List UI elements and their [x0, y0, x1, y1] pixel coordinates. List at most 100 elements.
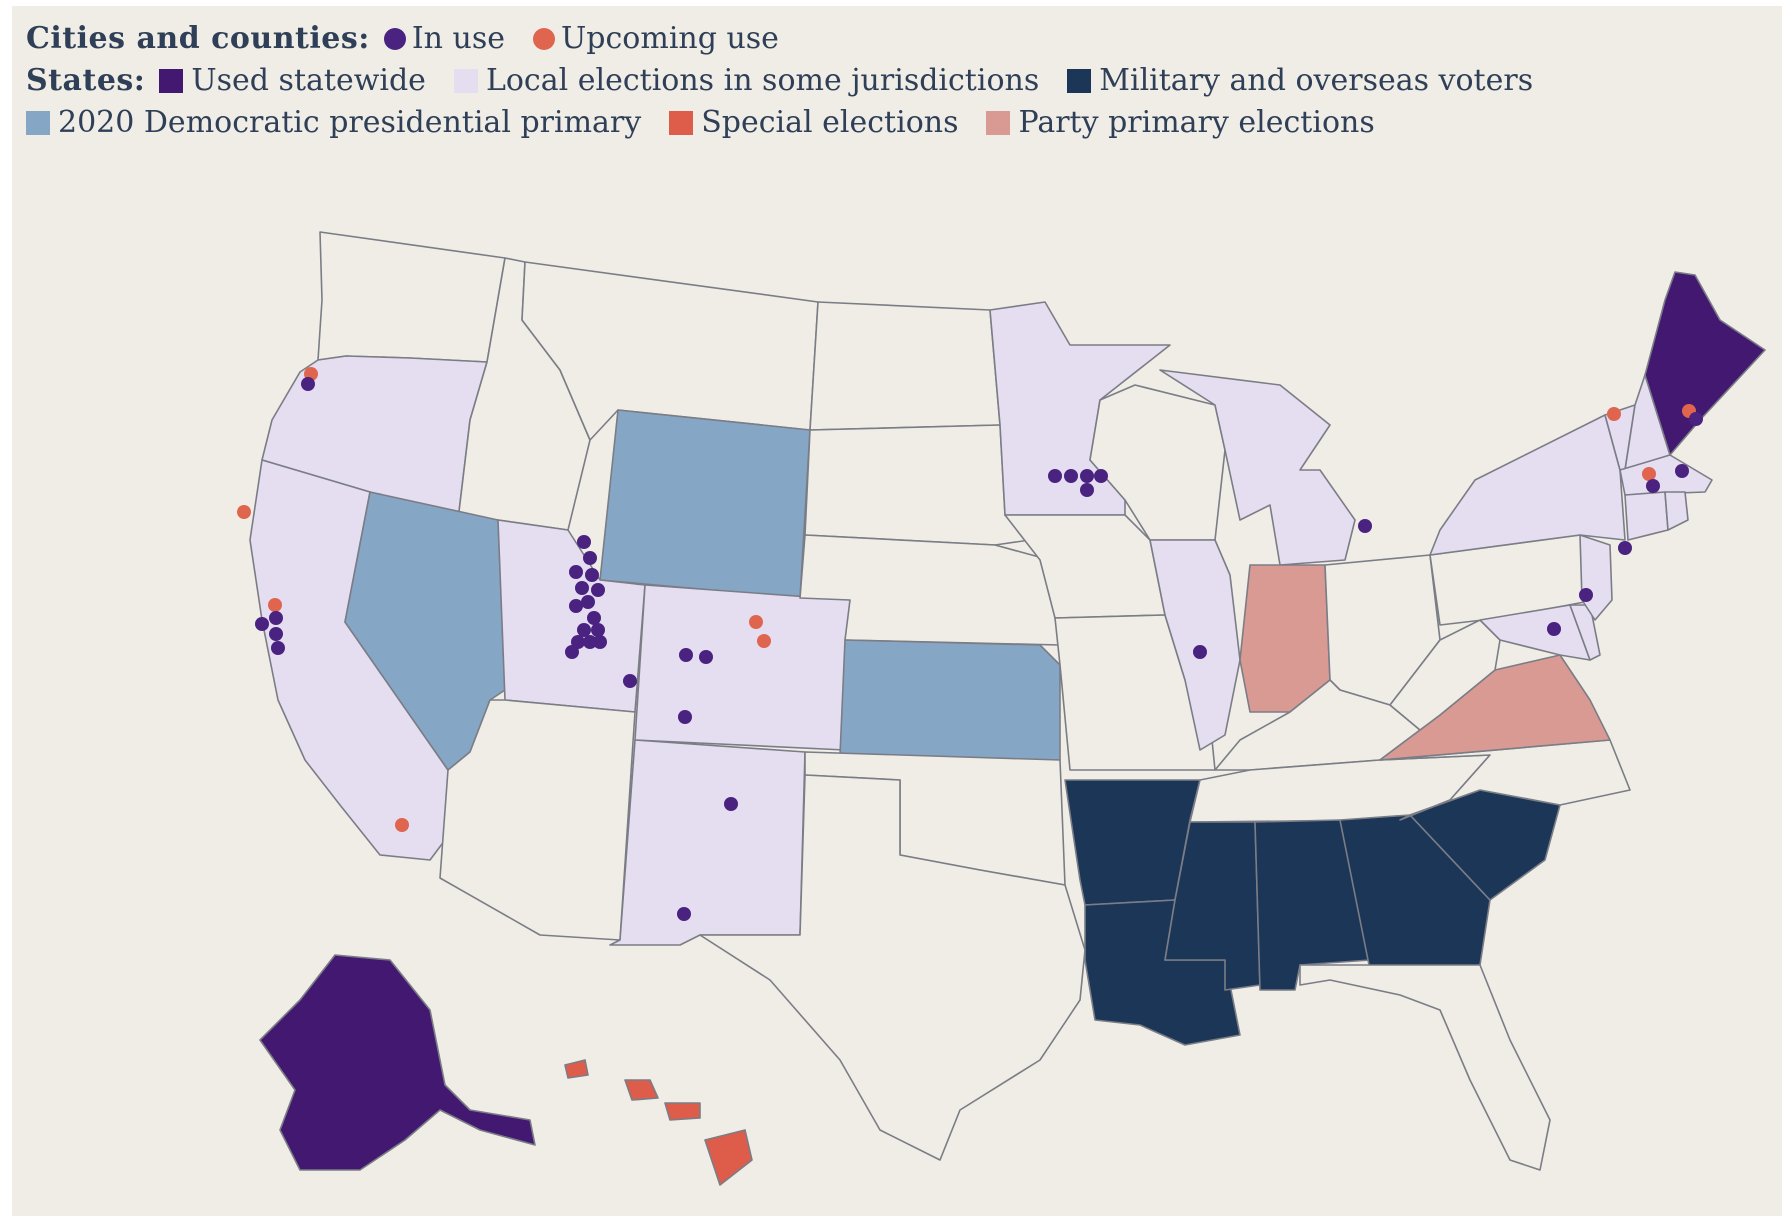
in-use-marker: [1618, 541, 1632, 555]
in-use-marker: [301, 377, 315, 391]
legend-states-title: States:: [26, 63, 146, 98]
state-georgia: [1339, 814, 1491, 971]
in-use-marker: [569, 565, 583, 579]
upcoming-use-marker: [1642, 467, 1656, 481]
legend-military-overseas-label: Military and overseas voters: [1099, 63, 1534, 98]
in-use-marker: [724, 797, 738, 811]
legend: Cities and counties: In use Upcoming use…: [26, 18, 1772, 144]
in-use-marker: [699, 650, 713, 664]
states-layer: [249, 231, 1766, 1186]
legend-states-row-2: 2020 Democratic presidential primary Spe…: [26, 102, 1772, 144]
legend-upcoming-use-label: Upcoming use: [561, 21, 779, 56]
in-use-marker: [255, 617, 269, 631]
upcoming-use-marker: [749, 615, 763, 629]
legend-special-elections-label: Special elections: [701, 105, 959, 140]
upcoming-use-marker: [757, 634, 771, 648]
state-washington: [317, 231, 506, 363]
in-use-marker: [678, 710, 692, 724]
state-new-york: [1429, 414, 1626, 556]
in-use-marker: [577, 623, 591, 637]
in-use-marker: [1048, 469, 1062, 483]
in-use-marker: [565, 645, 579, 659]
legend-item-party-primary: Party primary elections: [986, 102, 1375, 144]
in-use-marker: [591, 583, 605, 597]
in-use-marker: [1675, 464, 1689, 478]
in-use-marker: [1579, 588, 1593, 602]
upcoming-use-marker: [1607, 407, 1621, 421]
in-use-marker: [1080, 469, 1094, 483]
in-use-marker: [1547, 622, 1561, 636]
legend-item-special-elections: Special elections: [669, 102, 958, 144]
legend-dem-primary-label: 2020 Democratic presidential primary: [58, 105, 642, 140]
state-arizona: [439, 699, 636, 941]
state-michigan: [1159, 369, 1356, 566]
legend-party-primary-label: Party primary elections: [1018, 105, 1375, 140]
in-use-marker: [581, 595, 595, 609]
local-elections-swatch-icon: [453, 69, 478, 93]
in-use-dot-icon: [383, 28, 406, 50]
in-use-marker: [583, 635, 597, 649]
in-use-marker: [1193, 645, 1207, 659]
in-use-marker: [583, 551, 597, 565]
state-delaware: [1569, 604, 1601, 661]
legend-item-military-overseas: Military and overseas voters: [1067, 60, 1533, 102]
state-maryland: [1479, 604, 1591, 661]
legend-item-used-statewide: Used statewide: [159, 60, 426, 102]
legend-item-in-use: In use: [383, 18, 506, 60]
dots-layer: [237, 367, 1703, 921]
state-illinois: [1149, 539, 1241, 751]
state-wyoming: [599, 409, 811, 599]
special-elections-swatch-icon: [669, 111, 694, 135]
state-kansas: [839, 639, 1061, 761]
legend-cities-row: Cities and counties: In use Upcoming use: [26, 18, 1772, 60]
state-north-dakota: [809, 301, 1001, 431]
in-use-marker: [577, 535, 591, 549]
legend-item-local-elections: Local elections in some jurisdictions: [453, 60, 1040, 102]
state-colorado: [634, 584, 851, 751]
used-statewide-swatch-icon: [159, 69, 184, 93]
state-west-virginia: [1389, 619, 1501, 731]
in-use-marker: [1358, 519, 1372, 533]
in-use-marker: [593, 635, 607, 649]
military-overseas-swatch-icon: [1067, 69, 1092, 93]
state-connecticut: [1624, 491, 1669, 541]
in-use-marker: [587, 611, 601, 625]
upcoming-use-marker: [395, 818, 409, 832]
state-south-dakota: [804, 424, 1031, 546]
in-use-marker: [623, 674, 637, 688]
state-florida: [1299, 964, 1551, 1171]
legend-in-use-label: In use: [411, 21, 506, 56]
upcoming-use-dot-icon: [533, 28, 556, 50]
in-use-marker: [269, 627, 283, 641]
in-use-marker: [269, 611, 283, 625]
state-maine: [1644, 271, 1766, 456]
state-new-mexico: [609, 739, 806, 946]
legend-local-elections-label: Local elections in some jurisdictions: [485, 63, 1040, 98]
state-massachusetts: [1619, 454, 1713, 496]
in-use-marker: [1080, 483, 1094, 497]
in-use-marker: [585, 568, 599, 582]
legend-item-dem-primary-2020: 2020 Democratic presidential primary: [26, 102, 641, 144]
in-use-marker: [591, 623, 605, 637]
in-use-marker: [677, 907, 691, 921]
state-north-carolina: [1379, 739, 1631, 821]
upcoming-use-marker: [268, 598, 282, 612]
dem-primary-swatch-icon: [26, 111, 50, 135]
legend-used-statewide-label: Used statewide: [191, 63, 426, 98]
legend-item-upcoming-use: Upcoming use: [533, 18, 779, 60]
upcoming-use-marker: [237, 505, 251, 519]
in-use-marker: [679, 648, 693, 662]
legend-states-row: States: Used statewide Local elections i…: [26, 60, 1772, 102]
in-use-marker: [575, 581, 589, 595]
in-use-marker: [1064, 469, 1078, 483]
in-use-marker: [1646, 479, 1660, 493]
in-use-marker: [1689, 412, 1703, 426]
state-rhode-island: [1664, 491, 1689, 531]
state-texas: [699, 774, 1086, 1161]
state-hawaii: [564, 1059, 753, 1186]
state-alaska: [259, 954, 536, 1171]
legend-cities-title: Cities and counties:: [26, 21, 370, 56]
in-use-marker: [271, 641, 285, 655]
party-primary-swatch-icon: [986, 111, 1011, 135]
